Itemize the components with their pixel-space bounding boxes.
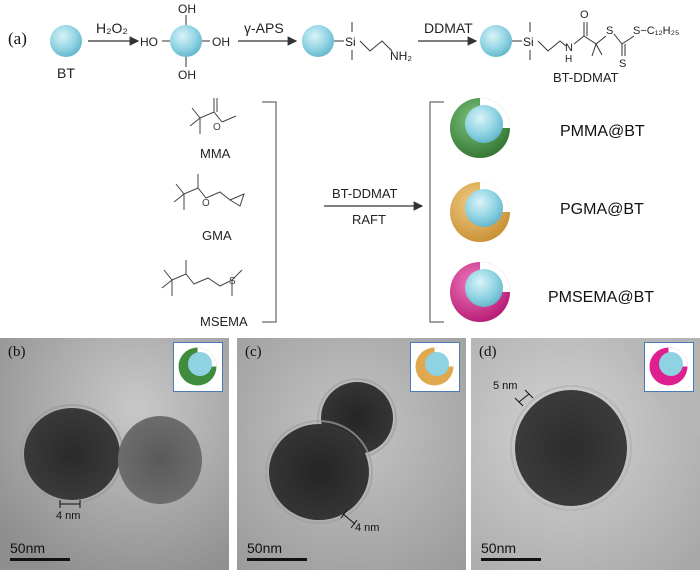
product-pmma: PMMA@BT [560,123,645,140]
product-pgma: PGMA@BT [560,201,644,218]
gma-structure [173,174,245,210]
gma-o: O [202,198,210,209]
reagent-raft: RAFT [352,212,386,227]
panel-b-label: (b) [8,344,26,360]
scale-label-d: 50nm [481,540,517,556]
bt-ddmat-particle [480,25,512,57]
msema-structure [161,260,243,296]
inset-pmma [173,342,223,392]
product-sphere-pmsema [450,262,510,322]
scale-bar-d [481,558,541,561]
amide-n: N [565,42,573,54]
bt-ddmat-label: BT-DDMAT [553,70,619,85]
si-2: Si [523,35,534,49]
reagent-h2o2: H₂O₂ [96,20,128,36]
tem-panel-d: (d) 5 nm 50nm [471,338,700,570]
oh-right: OH [212,35,230,49]
mma-o: O [213,122,221,133]
thio-s1: S [606,25,613,37]
thickness-b: 4 nm [56,510,81,522]
bt-label: BT [57,65,75,81]
panel-a-label: (a) [8,29,27,48]
product-sphere-pmma [450,98,510,158]
scale-label-c: 50nm [247,540,283,556]
oh-bottom: OH [178,68,196,82]
alkyl-chain: S−C₁₂H₂₅ [633,25,679,37]
inset-pmsema [644,342,694,392]
tem-panel-c: (c) 4 nm 50nm [237,338,466,570]
bt-particle [50,25,82,57]
msema-s: S [229,276,236,287]
nh2: NH₂ [390,49,412,63]
thickness-c: 4 nm [355,522,380,534]
scale-bar-c [247,558,307,561]
mma-structure [189,98,237,134]
monomer-mma: MMA [200,146,231,161]
tem-panel-b: (b) 4 nm 50nm [0,338,229,570]
product-sphere-pgma [450,182,510,242]
scale-label-b: 50nm [10,540,46,556]
oh-left: HO [140,35,158,49]
product-pmsema: PMSEMA@BT [548,289,654,306]
oh-top: OH [178,2,196,16]
left-bracket [262,101,277,323]
reagent-ddmat: DDMAT [424,20,473,36]
right-bracket [429,101,444,323]
si-1: Si [345,35,356,49]
panel-d-label: (d) [479,344,497,360]
monomer-gma: GMA [202,228,232,243]
hydroxylated-bt [170,25,202,57]
aps-bt [302,25,334,57]
inset-pgma [410,342,460,392]
amide-h: H [565,54,572,65]
thickness-d: 5 nm [493,380,518,392]
thio-s2: S [619,58,626,70]
monomer-msema: MSEMA [200,314,248,329]
reagent-aps: γ-APS [244,20,284,36]
carbonyl-o: O [580,9,589,21]
panel-c-label: (c) [245,344,262,360]
scale-bar-b [10,558,70,561]
reagent-bt-ddmat: BT-DDMAT [332,186,398,201]
reaction-scheme: (a) BT H₂O₂ OH OH HO OH γ-APS Si NH₂ DDM… [8,2,679,329]
